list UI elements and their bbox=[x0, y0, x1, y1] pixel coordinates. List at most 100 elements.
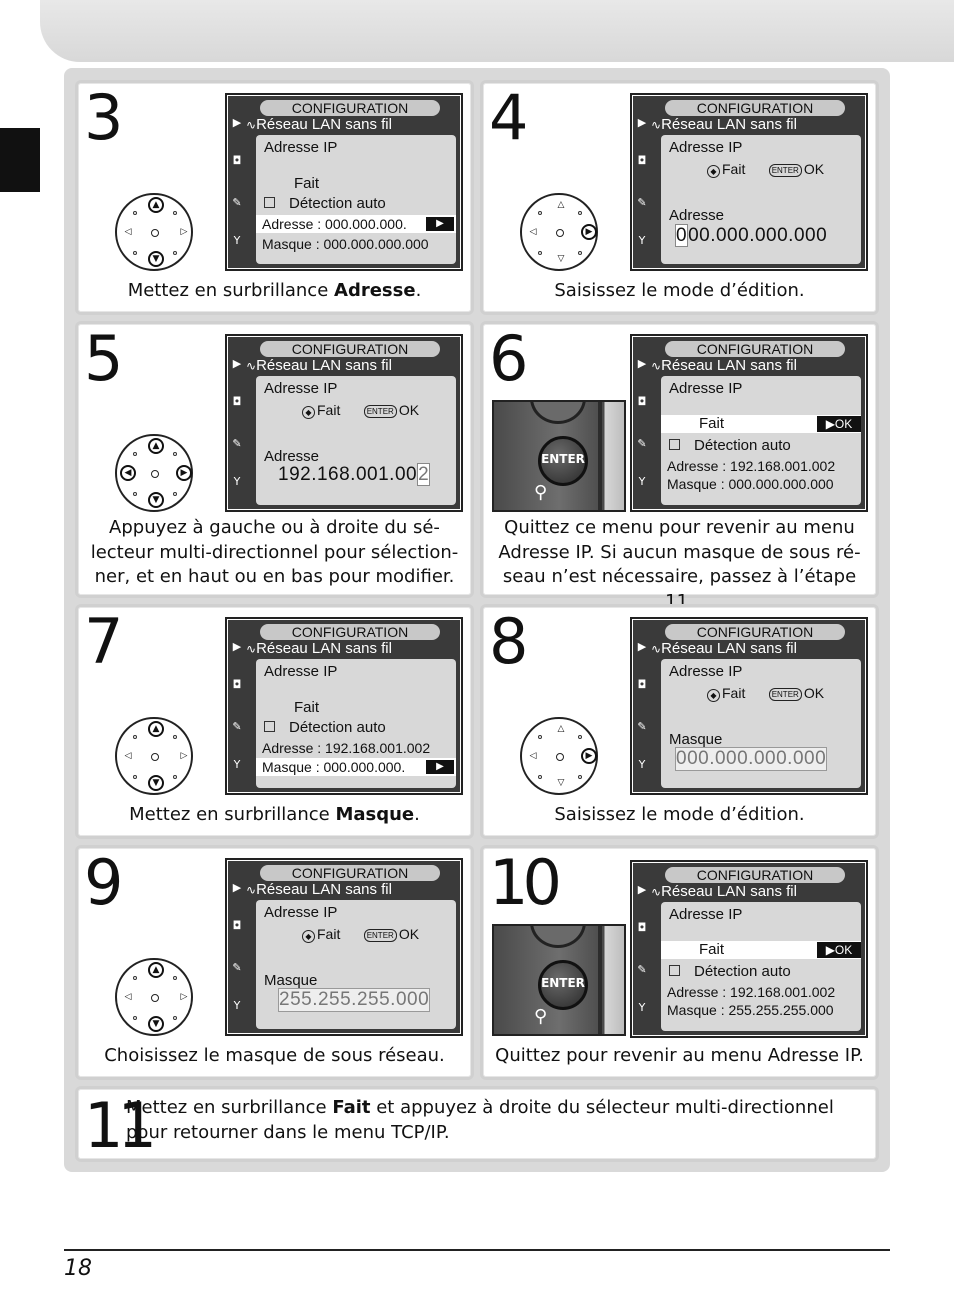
step-6-panel: 6 ENTER ⚲ ▶ ◘ ✎ Y CONFIGURATION ∿Réseau … bbox=[480, 321, 879, 612]
dial-center-icon bbox=[151, 994, 159, 1002]
menu-item-fait[interactable]: Fait bbox=[699, 941, 725, 958]
lcd-subtitle: ∿Réseau LAN sans fil bbox=[246, 640, 392, 657]
menu-item-fait[interactable]: Fait bbox=[294, 175, 320, 192]
menu-item-detection[interactable]: Détection auto bbox=[264, 719, 386, 737]
arrow-right-icon: ▶ bbox=[426, 760, 454, 774]
enter-key-icon: ENTER bbox=[363, 929, 397, 942]
enter-key-icon: ENTER bbox=[363, 405, 397, 418]
wireless-icon: ∿ bbox=[246, 359, 257, 373]
menu-item-detection[interactable]: Détection auto bbox=[669, 437, 791, 455]
step-number: 8 bbox=[489, 605, 529, 678]
lcd-screen: ▶ ◘ ✎ Y CONFIGURATION ∿Réseau LAN sans f… bbox=[225, 858, 463, 1036]
dial-left-icon: ◁ bbox=[529, 750, 537, 761]
wrench-icon: Y bbox=[233, 475, 241, 488]
wireless-icon: ∿ bbox=[246, 642, 257, 656]
dial-down-icon: ▽ bbox=[557, 777, 565, 788]
arrow-right-icon: ▶ bbox=[426, 217, 454, 231]
dial-left-icon: ◁ bbox=[124, 991, 132, 1002]
step-10-panel: 10 ENTER ⚲ ▶ ◘ ✎ Y CONFIGURATION ∿Réseau… bbox=[480, 845, 879, 1080]
checkbox-icon bbox=[669, 439, 680, 450]
camera-icon: ◘ bbox=[232, 678, 242, 691]
lcd-header: CONFIGURATION bbox=[260, 624, 440, 640]
selector-icon: ◆ bbox=[302, 406, 315, 419]
menu-item-masque[interactable]: Masque : 255.255.255.000 bbox=[667, 1002, 834, 1018]
wireless-icon: ∿ bbox=[651, 118, 662, 132]
menu-title: Adresse IP bbox=[264, 904, 338, 921]
wrench-icon: Y bbox=[638, 758, 646, 771]
step-caption: Saisissez le mode d’édition. bbox=[554, 280, 805, 301]
menu-item-adresse[interactable]: Adresse : 192.168.001.002 bbox=[667, 458, 836, 474]
menu-item-detection[interactable]: Détection auto bbox=[264, 195, 386, 213]
dial-up-icon: ▲ bbox=[148, 438, 164, 454]
highlight-bar bbox=[661, 941, 861, 959]
dial-up-icon: ▲ bbox=[148, 721, 164, 737]
zoom-icon: ⚲ bbox=[534, 1006, 548, 1027]
address-value[interactable]: 192.168.001.002 bbox=[278, 463, 431, 486]
address-value[interactable]: 000.000.000.000 bbox=[675, 224, 828, 247]
dial-center-icon bbox=[556, 229, 564, 237]
dial-down-icon: ▽ bbox=[557, 253, 565, 264]
wrench-icon: Y bbox=[638, 1001, 646, 1014]
step-caption: Appuyez à gauche ou à droite du sé- lect… bbox=[90, 517, 459, 587]
menu-item-adresse[interactable]: Adresse : 192.168.001.002 bbox=[667, 984, 836, 1000]
step-11-text: Mettez en surbrillance Fait et appuyez à… bbox=[126, 1097, 834, 1143]
lcd-header: CONFIGURATION bbox=[665, 867, 845, 883]
lcd-subtitle: ∿Réseau LAN sans fil bbox=[246, 116, 392, 133]
step-4-panel: 4 △ ▽ ◁ ▶ ▶ ◘ ✎ Y CONFIGURATION ∿Réseau … bbox=[480, 80, 879, 315]
wrench-icon: Y bbox=[233, 999, 241, 1012]
menu-item-masque[interactable]: Masque : 000.000.000. bbox=[262, 759, 406, 775]
mask-value[interactable]: 255.255.255.000 bbox=[278, 988, 431, 1012]
dial-right-icon: ▷ bbox=[180, 226, 188, 237]
pencil-icon: ✎ bbox=[637, 437, 647, 450]
highlight-bar bbox=[661, 415, 861, 433]
menu-title: Adresse IP bbox=[264, 139, 338, 156]
step-9-panel: 9 ▲ ▼ ◁ ▷ ▶ ◘ ✎ Y CONFIGURATION ∿Réseau … bbox=[75, 845, 474, 1080]
pencil-icon: ✎ bbox=[637, 963, 647, 976]
step-number: 10 bbox=[489, 846, 562, 919]
page-number: 18 bbox=[64, 1256, 92, 1281]
menu-item-masque[interactable]: Masque : 000.000.000.000 bbox=[667, 476, 834, 492]
wrench-icon: Y bbox=[638, 234, 646, 247]
lcd-screen: ▶ ◘ ✎ Y CONFIGURATION ∿Réseau LAN sans f… bbox=[225, 617, 463, 795]
footer-rule bbox=[64, 1249, 890, 1251]
step-11-panel: 11 Mettez en surbrillance Fait et appuye… bbox=[75, 1086, 879, 1162]
lcd-subtitle: ∿Réseau LAN sans fil bbox=[651, 883, 797, 900]
lcd-header: CONFIGURATION bbox=[665, 341, 845, 357]
menu-item-detection[interactable]: Détection auto bbox=[669, 963, 791, 981]
menu-title: Adresse IP bbox=[669, 906, 743, 923]
dial-center-icon bbox=[151, 229, 159, 237]
multi-selector-dial: ▲ ▼ ◀ ▶ bbox=[115, 434, 193, 512]
mask-value[interactable]: 000.000.000.000 bbox=[675, 747, 828, 771]
lcd-screen: ▶ ◘ ✎ Y CONFIGURATION ∿Réseau LAN sans f… bbox=[630, 860, 868, 1038]
playback-icon: ▶ bbox=[232, 881, 242, 894]
pencil-icon: ✎ bbox=[232, 196, 242, 209]
header-band bbox=[40, 0, 954, 62]
dial-right-icon: ▶ bbox=[581, 224, 597, 240]
menu-item-adresse[interactable]: Adresse : 192.168.001.002 bbox=[262, 740, 431, 756]
step-caption: Choisissez le masque de sous réseau. bbox=[104, 1045, 445, 1066]
playback-icon: ▶ bbox=[232, 640, 242, 653]
menu-item-masque[interactable]: Masque : 000.000.000.000 bbox=[262, 236, 429, 252]
wireless-icon: ∿ bbox=[651, 642, 662, 656]
multi-selector-dial: ▲ ▼ ◁ ▷ bbox=[115, 717, 193, 795]
menu-title: Adresse IP bbox=[264, 663, 338, 680]
menu-item-adresse[interactable]: Adresse : 000.000.000. bbox=[262, 216, 407, 232]
menu-item-fait[interactable]: Fait bbox=[699, 415, 725, 432]
enter-key-icon: ENTER bbox=[768, 164, 802, 177]
dial-up-icon: △ bbox=[557, 723, 565, 734]
step-number: 3 bbox=[84, 81, 124, 154]
step-caption: Saisissez le mode d’édition. bbox=[554, 804, 805, 825]
step-caption: Mettez en surbrillance Masque. bbox=[129, 804, 420, 825]
lcd-screen: ▶ ◘ ✎ Y CONFIGURATION ∿Réseau LAN sans f… bbox=[630, 93, 868, 271]
lcd-subtitle: ∿Réseau LAN sans fil bbox=[651, 640, 797, 657]
dial-left-icon: ◀ bbox=[120, 465, 136, 481]
menu-item-fait[interactable]: Fait bbox=[294, 699, 320, 716]
enter-button-photo: ENTER ⚲ bbox=[492, 400, 626, 512]
selector-icon: ◆ bbox=[302, 930, 315, 943]
menu-title: Adresse IP bbox=[669, 139, 743, 156]
step-caption: Quittez pour revenir au menu Adresse IP. bbox=[495, 1045, 864, 1066]
lcd-header: CONFIGURATION bbox=[665, 100, 845, 116]
step-number: 6 bbox=[489, 322, 529, 395]
field-label: Adresse bbox=[669, 207, 725, 224]
